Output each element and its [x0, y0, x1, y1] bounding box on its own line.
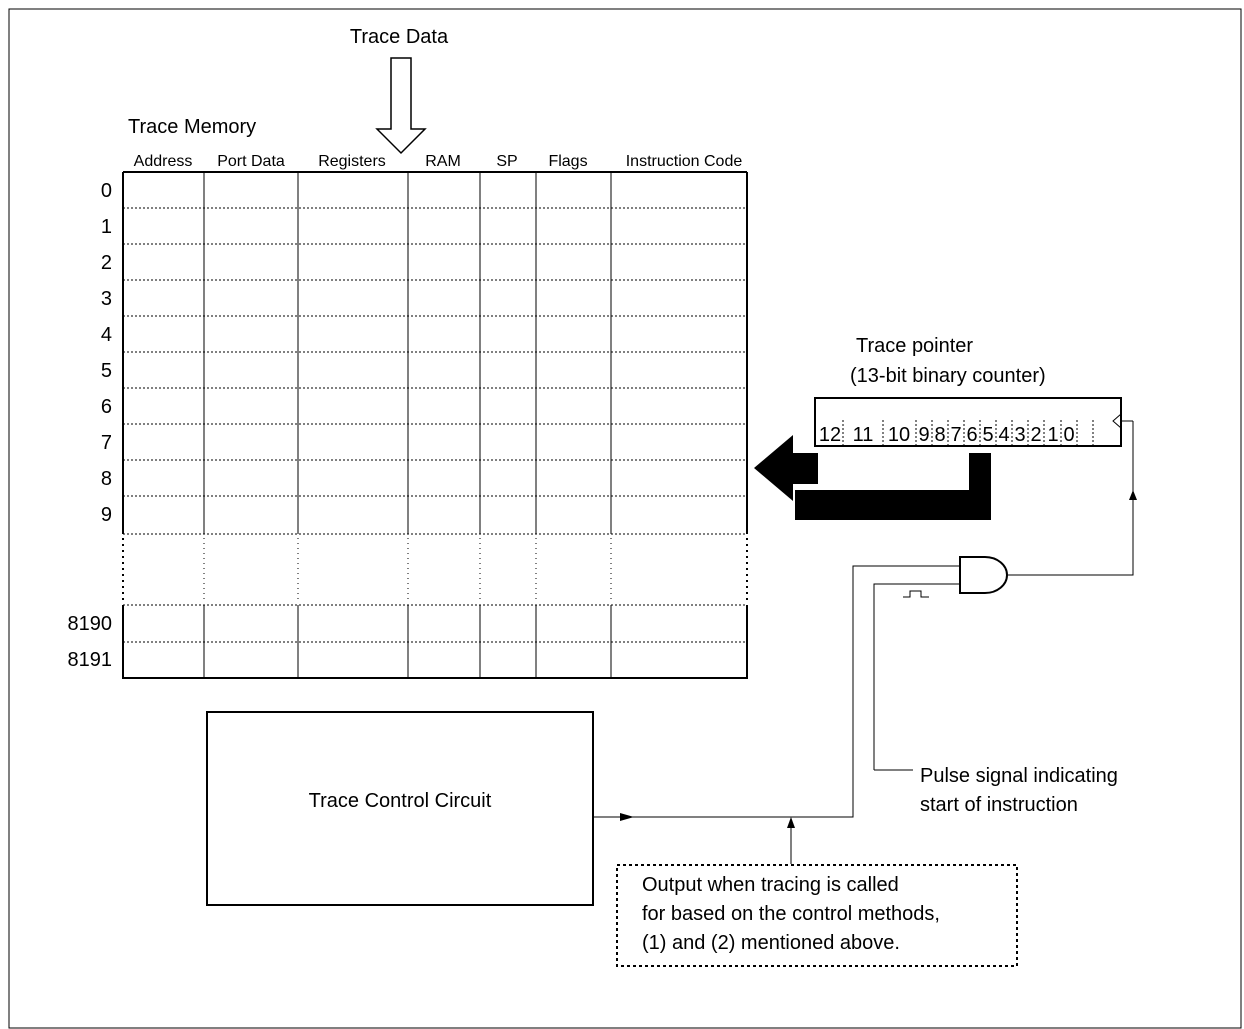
column-header-flags: Flags	[548, 153, 587, 170]
row-label: 9	[101, 504, 112, 526]
row-label: 8191	[68, 649, 113, 671]
bit-label: 2	[1030, 424, 1041, 446]
bit-label: 9	[918, 424, 929, 446]
bit-label: 0	[1063, 424, 1074, 446]
pointer-address-arrow	[754, 435, 991, 520]
row-label: 0	[101, 180, 112, 202]
row-label: 7	[101, 432, 112, 454]
and-gate	[959, 556, 1008, 594]
row-label: 1	[101, 216, 112, 238]
column-header-instruction-code: Instruction Code	[626, 153, 743, 170]
row-label: 6	[101, 396, 112, 418]
note-arrow	[787, 817, 795, 828]
trace-data-arrow	[375, 57, 427, 155]
trace-memory-title: Trace Memory	[128, 116, 256, 138]
row-label: 5	[101, 360, 112, 382]
column-headers: Address Port Data Registers RAM SP Flags…	[134, 153, 743, 170]
row-labels: 0 1 2 3 4 5 6 7 8 9 8190 8191	[68, 180, 113, 671]
trace-data-label: Trace Data	[350, 26, 449, 48]
bit-label: 1	[1047, 424, 1058, 446]
column-header-port-data: Port Data	[217, 153, 285, 170]
column-header-address: Address	[134, 153, 193, 170]
output-note-line: for based on the control methods,	[642, 903, 940, 925]
bit-label: 5	[982, 424, 993, 446]
bit-label: 4	[998, 424, 1009, 446]
column-header-registers: Registers	[318, 153, 386, 170]
trace-control-label: Trace Control Circuit	[309, 790, 492, 812]
row-label: 4	[101, 324, 112, 346]
clock-input-icon	[1112, 413, 1122, 429]
trace-memory-table	[122, 171, 748, 679]
row-label: 8190	[68, 613, 113, 635]
pulse-signal-label: Pulse signal indicating	[920, 765, 1118, 787]
trace-pointer-subtitle: (13-bit binary counter)	[850, 365, 1046, 387]
bit-label: 6	[966, 424, 977, 446]
output-note-line: (1) and (2) mentioned above.	[642, 932, 900, 954]
pulse-waveform-icon	[903, 590, 929, 598]
bit-label: 11	[853, 424, 874, 446]
trace-pointer-register: 12 11 10 9 8 7 6 5 4 3 2 1 0	[814, 397, 1122, 447]
row-label: 3	[101, 288, 112, 310]
output-note-line: Output when tracing is called	[642, 874, 899, 896]
output-note-box	[616, 864, 1018, 967]
bit-label: 10	[888, 424, 910, 446]
bit-label: 8	[934, 424, 945, 446]
pulse-signal-label-2: start of instruction	[920, 794, 1078, 816]
bit-label: 3	[1014, 424, 1025, 446]
row-label: 2	[101, 252, 112, 274]
control-output-arrow	[620, 813, 634, 821]
column-header-ram: RAM	[425, 153, 461, 170]
control-output-line	[593, 565, 960, 818]
pulse-signal-line	[873, 583, 960, 770]
trace-control-circuit	[206, 711, 594, 906]
clock-signal-line	[1007, 490, 1137, 576]
figure-frame	[8, 8, 1242, 1029]
bit-label: 7	[950, 424, 961, 446]
column-header-sp: SP	[496, 153, 517, 170]
trace-pointer-title: Trace pointer	[856, 335, 973, 357]
bit-label: 12	[819, 424, 841, 446]
row-label: 8	[101, 468, 112, 490]
